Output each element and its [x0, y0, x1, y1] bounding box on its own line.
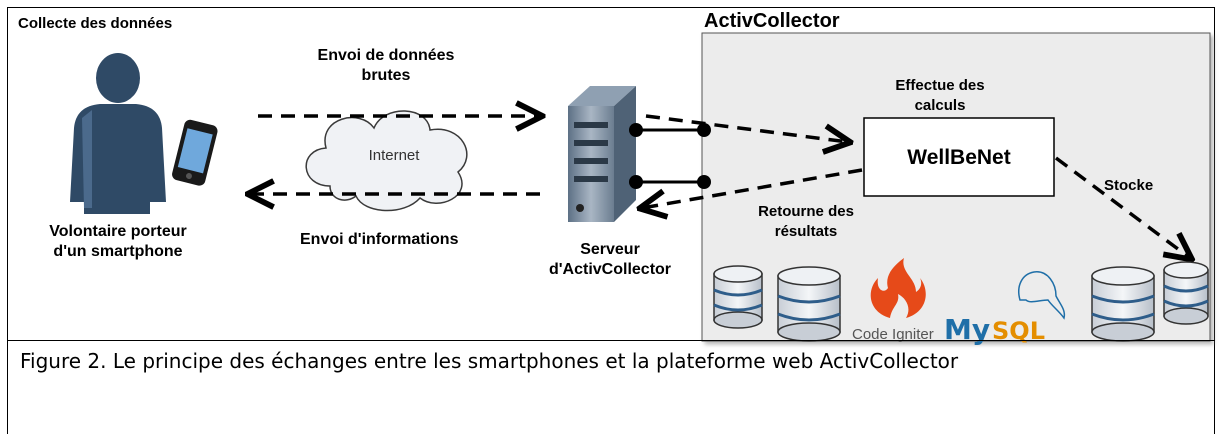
- figure-caption: Figure 2. Le principe des échanges entre…: [20, 349, 959, 373]
- figure-frame: [7, 7, 1215, 434]
- caption-divider: [7, 340, 1215, 341]
- return-label-line2: résultats: [774, 223, 838, 240]
- compute-label: Effectue des calculs: [870, 76, 1010, 116]
- volunteer-label-line1: Volontaire porteur: [49, 223, 187, 240]
- server-icon: [568, 86, 636, 222]
- section-title: Collecte des données: [18, 15, 173, 32]
- arrow-return-results: [642, 168, 863, 208]
- wellbenet-label: WellBeNet: [907, 146, 1011, 169]
- database-icon: [1163, 261, 1209, 325]
- svg-text:Code Igniter: Code Igniter: [852, 326, 934, 343]
- compute-label-line2: calculs: [914, 97, 966, 114]
- internet-cloud-icon: [305, 110, 468, 212]
- volunteer-label: Volontaire porteur d'un smartphone: [28, 222, 208, 262]
- compute-label-line1: Effectue des: [895, 77, 985, 94]
- smartphone-icon: [172, 119, 218, 186]
- panel-title: ActivCollector: [704, 10, 840, 32]
- send-info-label: Envoi d'informations: [300, 231, 459, 248]
- return-label-line1: Retourne des: [758, 203, 854, 220]
- database-icon: [713, 265, 763, 329]
- return-label: Retourne des résultats: [736, 202, 876, 242]
- database-icon: [1091, 266, 1155, 342]
- svg-text:My: My: [944, 313, 990, 346]
- server-label: Serveur d'ActivCollector: [520, 240, 700, 280]
- arrow-to-wellbenet: [645, 114, 848, 142]
- internet-label: Internet: [368, 147, 420, 164]
- arrow-store: [1054, 156, 1190, 258]
- codeigniter-logo-icon: Code Igniter: [852, 258, 934, 343]
- server-connectors: [629, 123, 711, 189]
- send-raw-label: Envoi de données brutes: [296, 46, 476, 86]
- database-icon: [777, 266, 841, 342]
- send-raw-label-line2: brutes: [361, 67, 411, 84]
- server-label-line1: Serveur: [580, 241, 640, 258]
- volunteer-label-line2: d'un smartphone: [53, 243, 183, 260]
- wellbenet-box: [863, 117, 1055, 197]
- store-label: Stocke: [1104, 177, 1154, 194]
- person-icon: [70, 53, 166, 214]
- send-raw-label-line1: Envoi de données: [317, 47, 455, 64]
- server-label-line2: d'ActivCollector: [548, 261, 672, 278]
